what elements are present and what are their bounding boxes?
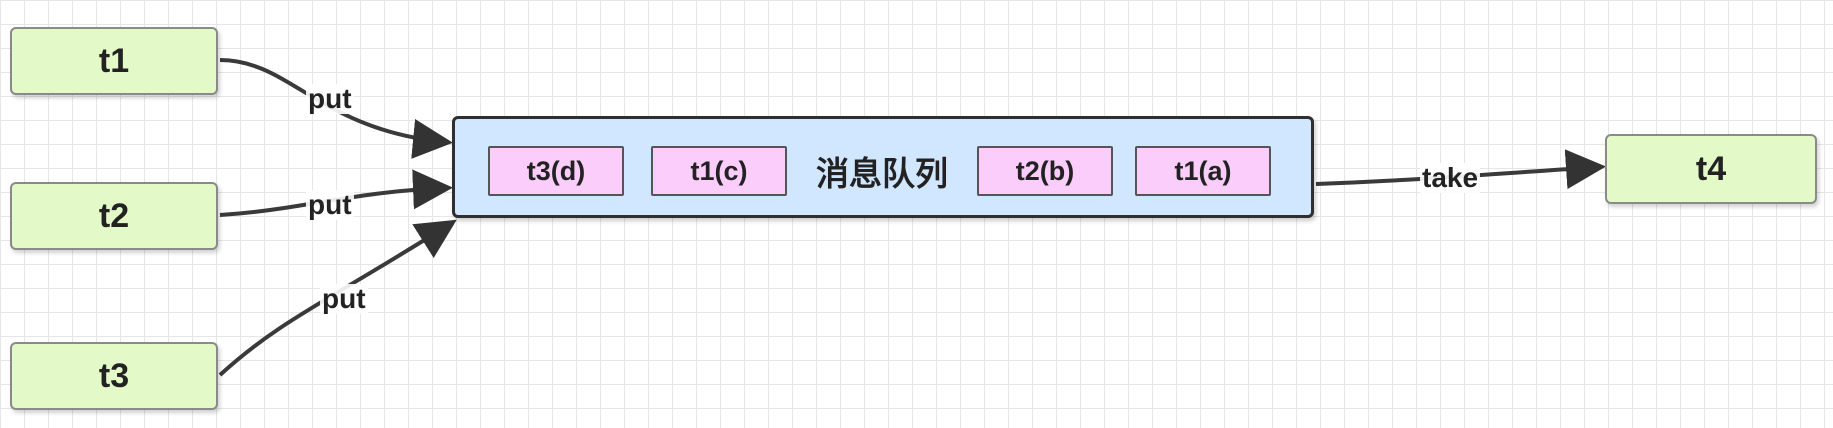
edge-label-put-t3: put [320,283,368,314]
producer-node-t3-label: t3 [98,356,130,395]
edge-label-put-t2: put [306,189,354,220]
edge-label-take: take [1420,162,1481,193]
consumer-node-t4: t4 [1605,134,1817,204]
queue-message: t1(a) [1135,146,1271,196]
message-queue: t3(d) t1(c) 消息队列 t2(b) t1(a) [452,116,1314,218]
producer-node-t2-label: t2 [98,196,130,235]
queue-title: 消息队列 [816,155,948,192]
queue-message-label: t1(c) [690,155,748,186]
edge-t3-to-queue [218,219,457,377]
queue-message: t1(c) [651,146,787,196]
producer-node-t3: t3 [10,342,218,410]
queue-message-label: t1(a) [1174,155,1232,186]
edge-label-put-t1: put [306,83,354,114]
queue-message: t3(d) [488,146,624,196]
queue-message-label: t3(d) [526,155,586,186]
queue-message: t2(b) [977,146,1113,196]
producer-node-t1: t1 [10,27,218,95]
producer-node-t1-label: t1 [98,41,130,80]
consumer-node-t4-label: t4 [1695,149,1727,188]
queue-message-label: t2(b) [1015,155,1075,186]
producer-node-t2: t2 [10,182,218,250]
